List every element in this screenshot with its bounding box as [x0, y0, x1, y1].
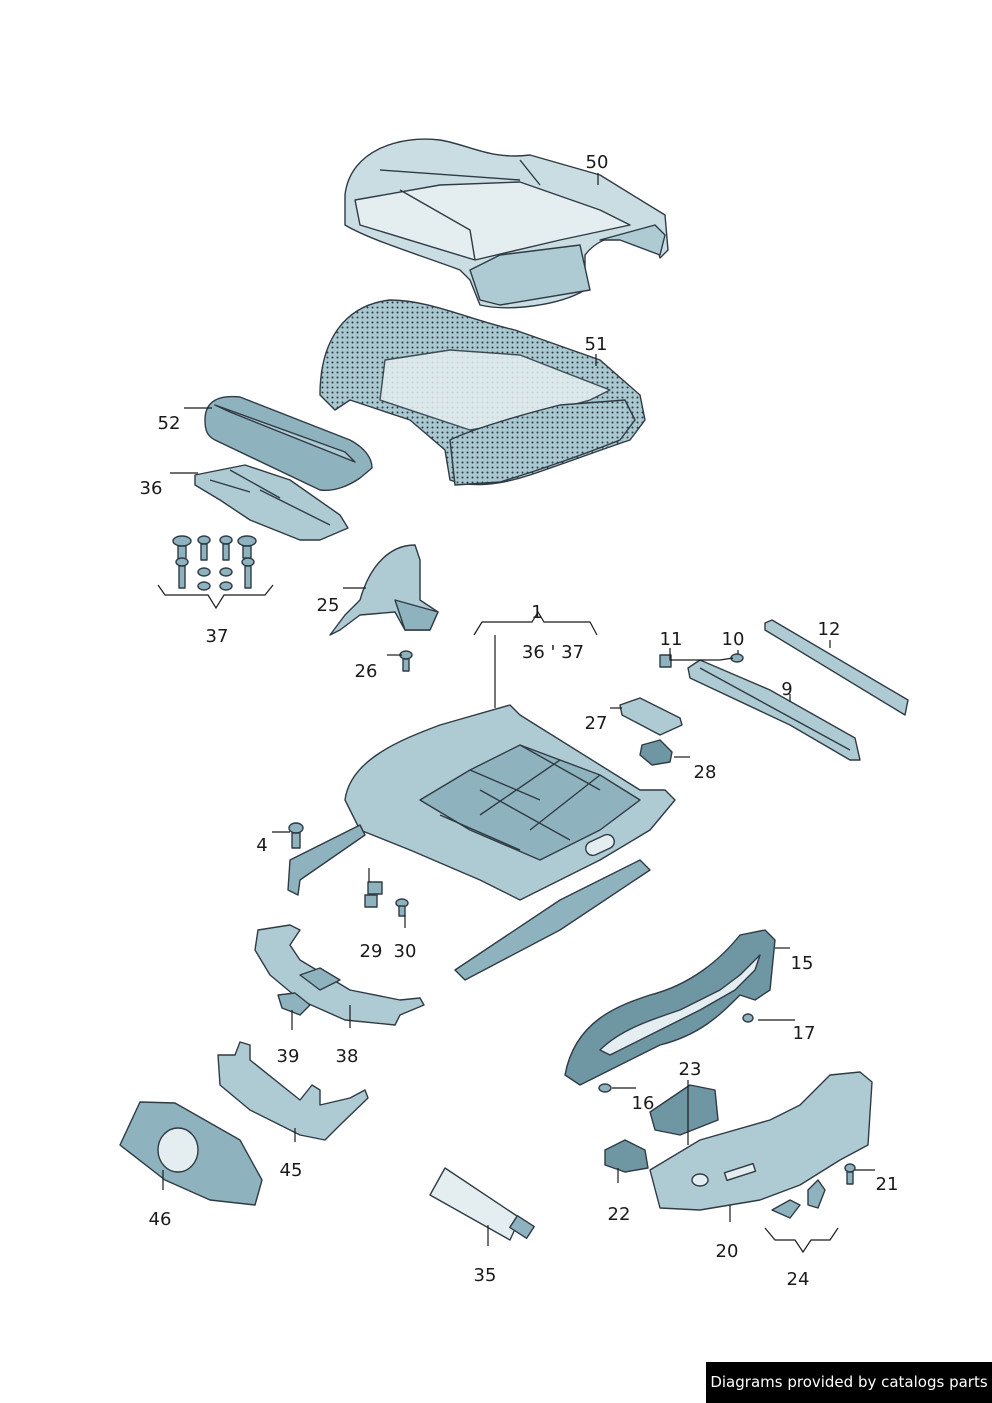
callout-4[interactable]: 4 — [256, 835, 267, 856]
part-12-trim-strip[interactable] — [764, 619, 909, 716]
part-27-holder[interactable] — [619, 697, 683, 736]
callout-36-37[interactable]: 36 ' 37 — [522, 642, 584, 663]
part-1-seat-frame[interactable] — [287, 704, 676, 981]
part-29-clip[interactable] — [364, 881, 383, 908]
callout-51[interactable]: 51 — [585, 334, 608, 355]
callout-30[interactable]: 30 — [394, 941, 417, 962]
callout-46[interactable]: 46 — [149, 1209, 172, 1230]
credit-banner: Diagrams provided by catalogs parts — [706, 1362, 992, 1403]
part-20-side-trim[interactable] — [649, 1071, 873, 1211]
callout-10[interactable]: 10 — [722, 629, 745, 650]
part-52-pad[interactable] — [204, 395, 373, 492]
part-26-screw[interactable] — [399, 650, 413, 672]
part-17-clip[interactable] — [742, 1013, 754, 1023]
part-50-seat-cover[interactable] — [344, 138, 669, 309]
callout-1[interactable]: 1 — [531, 602, 542, 623]
callout-15[interactable]: 15 — [791, 953, 814, 974]
leader-lines — [162, 173, 875, 1246]
callout-24[interactable]: 24 — [787, 1269, 810, 1290]
part-35-grease-tube[interactable] — [429, 1167, 535, 1241]
callout-45[interactable]: 45 — [280, 1160, 303, 1181]
callout-25[interactable]: 25 — [317, 595, 340, 616]
part-16-screw[interactable] — [598, 1083, 612, 1093]
part-11-clip[interactable] — [659, 654, 672, 668]
part-45-bracket[interactable] — [217, 1041, 369, 1141]
callout-39[interactable]: 39 — [277, 1046, 300, 1067]
part-39-switch[interactable] — [277, 992, 311, 1016]
part-30-screw[interactable] — [395, 898, 409, 917]
callout-36[interactable]: 36 — [140, 478, 163, 499]
part-21-clip[interactable] — [844, 1163, 856, 1185]
part-36-support-plate[interactable] — [194, 464, 349, 541]
callout-23[interactable]: 23 — [679, 1059, 702, 1080]
part-25-bracket[interactable] — [329, 544, 439, 636]
callout-16[interactable]: 16 — [632, 1093, 655, 1114]
callout-17[interactable]: 17 — [793, 1023, 816, 1044]
callout-38[interactable]: 38 — [336, 1046, 359, 1067]
callout-20[interactable]: 20 — [716, 1241, 739, 1262]
part-24-switch-knobs[interactable] — [764, 1179, 839, 1254]
part-37-fastener-set[interactable] — [157, 535, 274, 610]
callout-11[interactable]: 11 — [660, 629, 683, 650]
callout-9[interactable]: 9 — [781, 679, 792, 700]
part-9-rail-trim[interactable] — [687, 659, 861, 761]
part-28-connector[interactable] — [639, 739, 673, 766]
part-38-front-trim[interactable] — [254, 924, 425, 1026]
callout-27[interactable]: 27 — [585, 713, 608, 734]
part-51-seat-cushion[interactable] — [319, 299, 646, 486]
callout-labels: 50 51 52 36 37 25 26 1 36 ' 37 11 10 12 … — [140, 152, 899, 1290]
part-46-housing[interactable] — [119, 1101, 263, 1206]
callout-26[interactable]: 26 — [355, 661, 378, 682]
callout-28[interactable]: 28 — [694, 762, 717, 783]
part-4-bolt[interactable] — [288, 822, 304, 849]
callout-29[interactable]: 29 — [360, 941, 383, 962]
callout-50[interactable]: 50 — [586, 152, 609, 173]
callout-35[interactable]: 35 — [474, 1265, 497, 1286]
callout-21[interactable]: 21 — [876, 1174, 899, 1195]
callout-22[interactable]: 22 — [608, 1204, 631, 1225]
callout-52[interactable]: 52 — [158, 413, 181, 434]
callout-37[interactable]: 37 — [206, 626, 229, 647]
part-22-motor[interactable] — [604, 1139, 649, 1173]
part-23-switch-module[interactable] — [649, 1084, 719, 1136]
part-15-side-bracket[interactable] — [564, 929, 776, 1086]
callout-12[interactable]: 12 — [818, 619, 841, 640]
